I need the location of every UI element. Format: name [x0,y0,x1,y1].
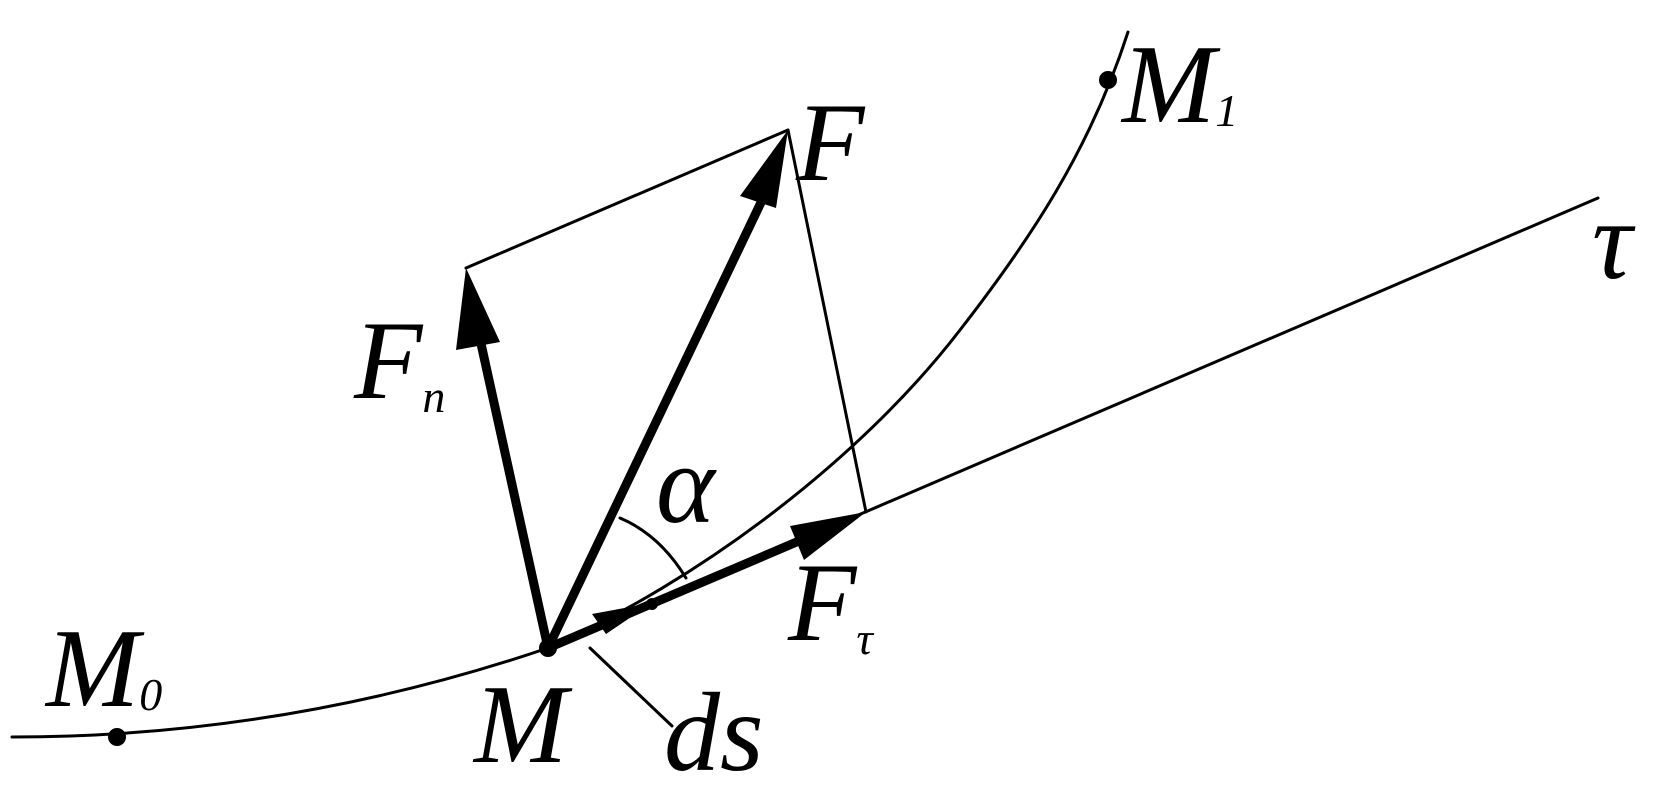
label-m0: M0 [44,607,162,731]
label-tau: τ [1592,179,1636,303]
ds-vector [592,603,652,634]
point-m-dot [539,639,557,657]
label-m1: M1 [1120,23,1238,147]
label-alpha: α [656,423,717,547]
normal-force-vector [456,268,553,653]
label-m: M [472,663,573,787]
parallelogram-right-edge [786,128,868,514]
label-ds: ds [664,671,764,795]
label-fn: Fn [353,299,445,423]
force-vector [543,130,788,653]
tangent-force-vector [543,512,866,653]
angle-arc [618,516,688,580]
label-ftau: Fτ [787,541,874,665]
trajectory-curve [10,30,1130,739]
point-m1-dot [1099,71,1117,89]
point-m0-dot [108,728,126,746]
ds-end-dot [646,598,658,610]
ds-leader-line [588,646,674,728]
label-f: F [795,81,866,205]
parallelogram-top-edge [464,128,790,270]
